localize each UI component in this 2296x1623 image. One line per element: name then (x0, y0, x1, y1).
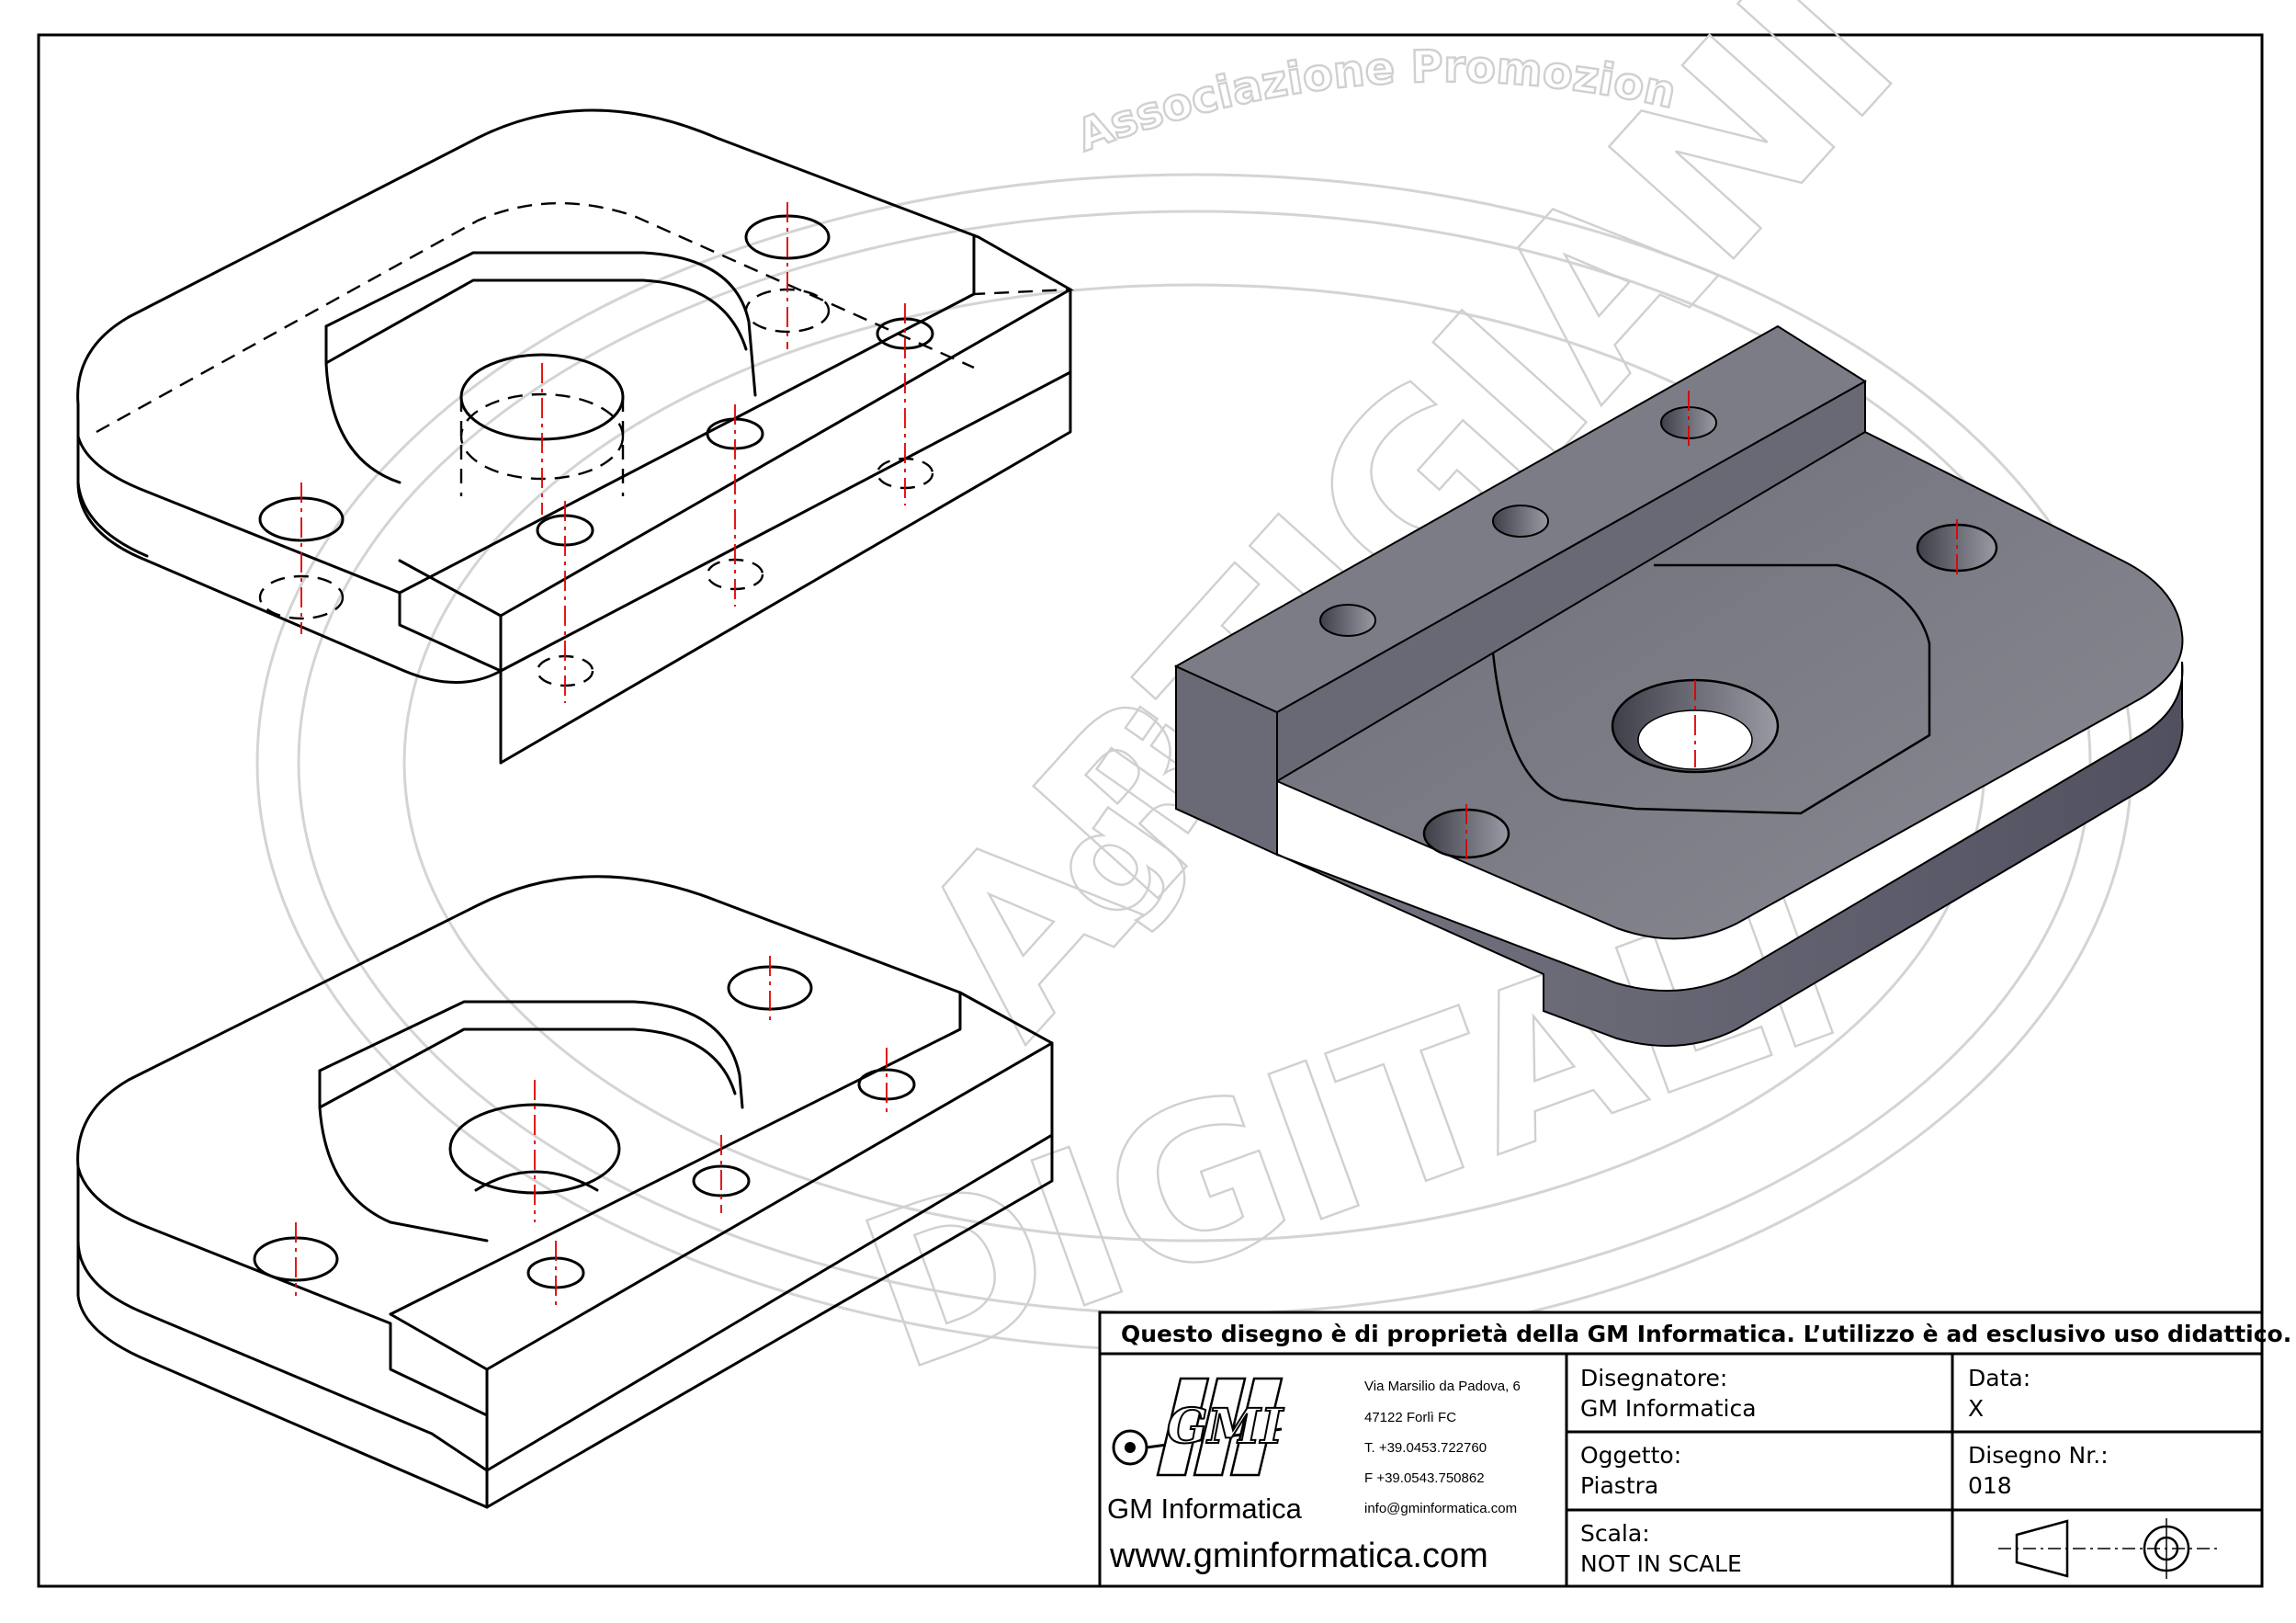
isometric-hidden-line-view (76, 108, 1075, 765)
isometric-line-view (76, 875, 1054, 1509)
watermark-arc-text: Associazione Promozione Sociale (0, 0, 1680, 162)
object-label: Oggetto: (1580, 1442, 1681, 1469)
object-value: Piastra (1580, 1472, 1658, 1499)
scale-value: NOT IN SCALE (1580, 1550, 1742, 1577)
designer-value: GM Informatica (1580, 1395, 1757, 1422)
title-block: Questo disegno è di proprietà della GM I… (1098, 1311, 2291, 1588)
ownership-notice: Questo disegno è di proprietà della GM I… (1121, 1321, 2291, 1347)
logo-text: GMI (1167, 1399, 1284, 1455)
company-name: GM Informatica (1107, 1492, 1303, 1525)
scale-label: Scala: (1580, 1520, 1650, 1547)
gmi-logo: GMI (1112, 1377, 1285, 1477)
first-angle-projection-icon (1998, 1518, 2219, 1579)
email: info@gminformatica.com (1364, 1501, 1517, 1516)
fax: F +39.0543.750862 (1364, 1470, 1485, 1486)
drawing-no-label: Disegno Nr.: (1968, 1442, 2109, 1469)
shaded-render-view (1173, 324, 2184, 1047)
website: www.gminformatica.com (1109, 1537, 1488, 1575)
phone: T. +39.0453.722760 (1364, 1440, 1487, 1456)
address-line-2: 47122 Forlì FC (1364, 1410, 1456, 1425)
designer-label: Disegnatore: (1580, 1365, 1727, 1391)
date-label: Data: (1968, 1365, 2030, 1391)
date-value: X (1968, 1395, 1984, 1422)
address-line-1: Via Marsilio da Padova, 6 (1364, 1379, 1521, 1394)
drawing-no-value: 018 (1968, 1472, 2012, 1499)
